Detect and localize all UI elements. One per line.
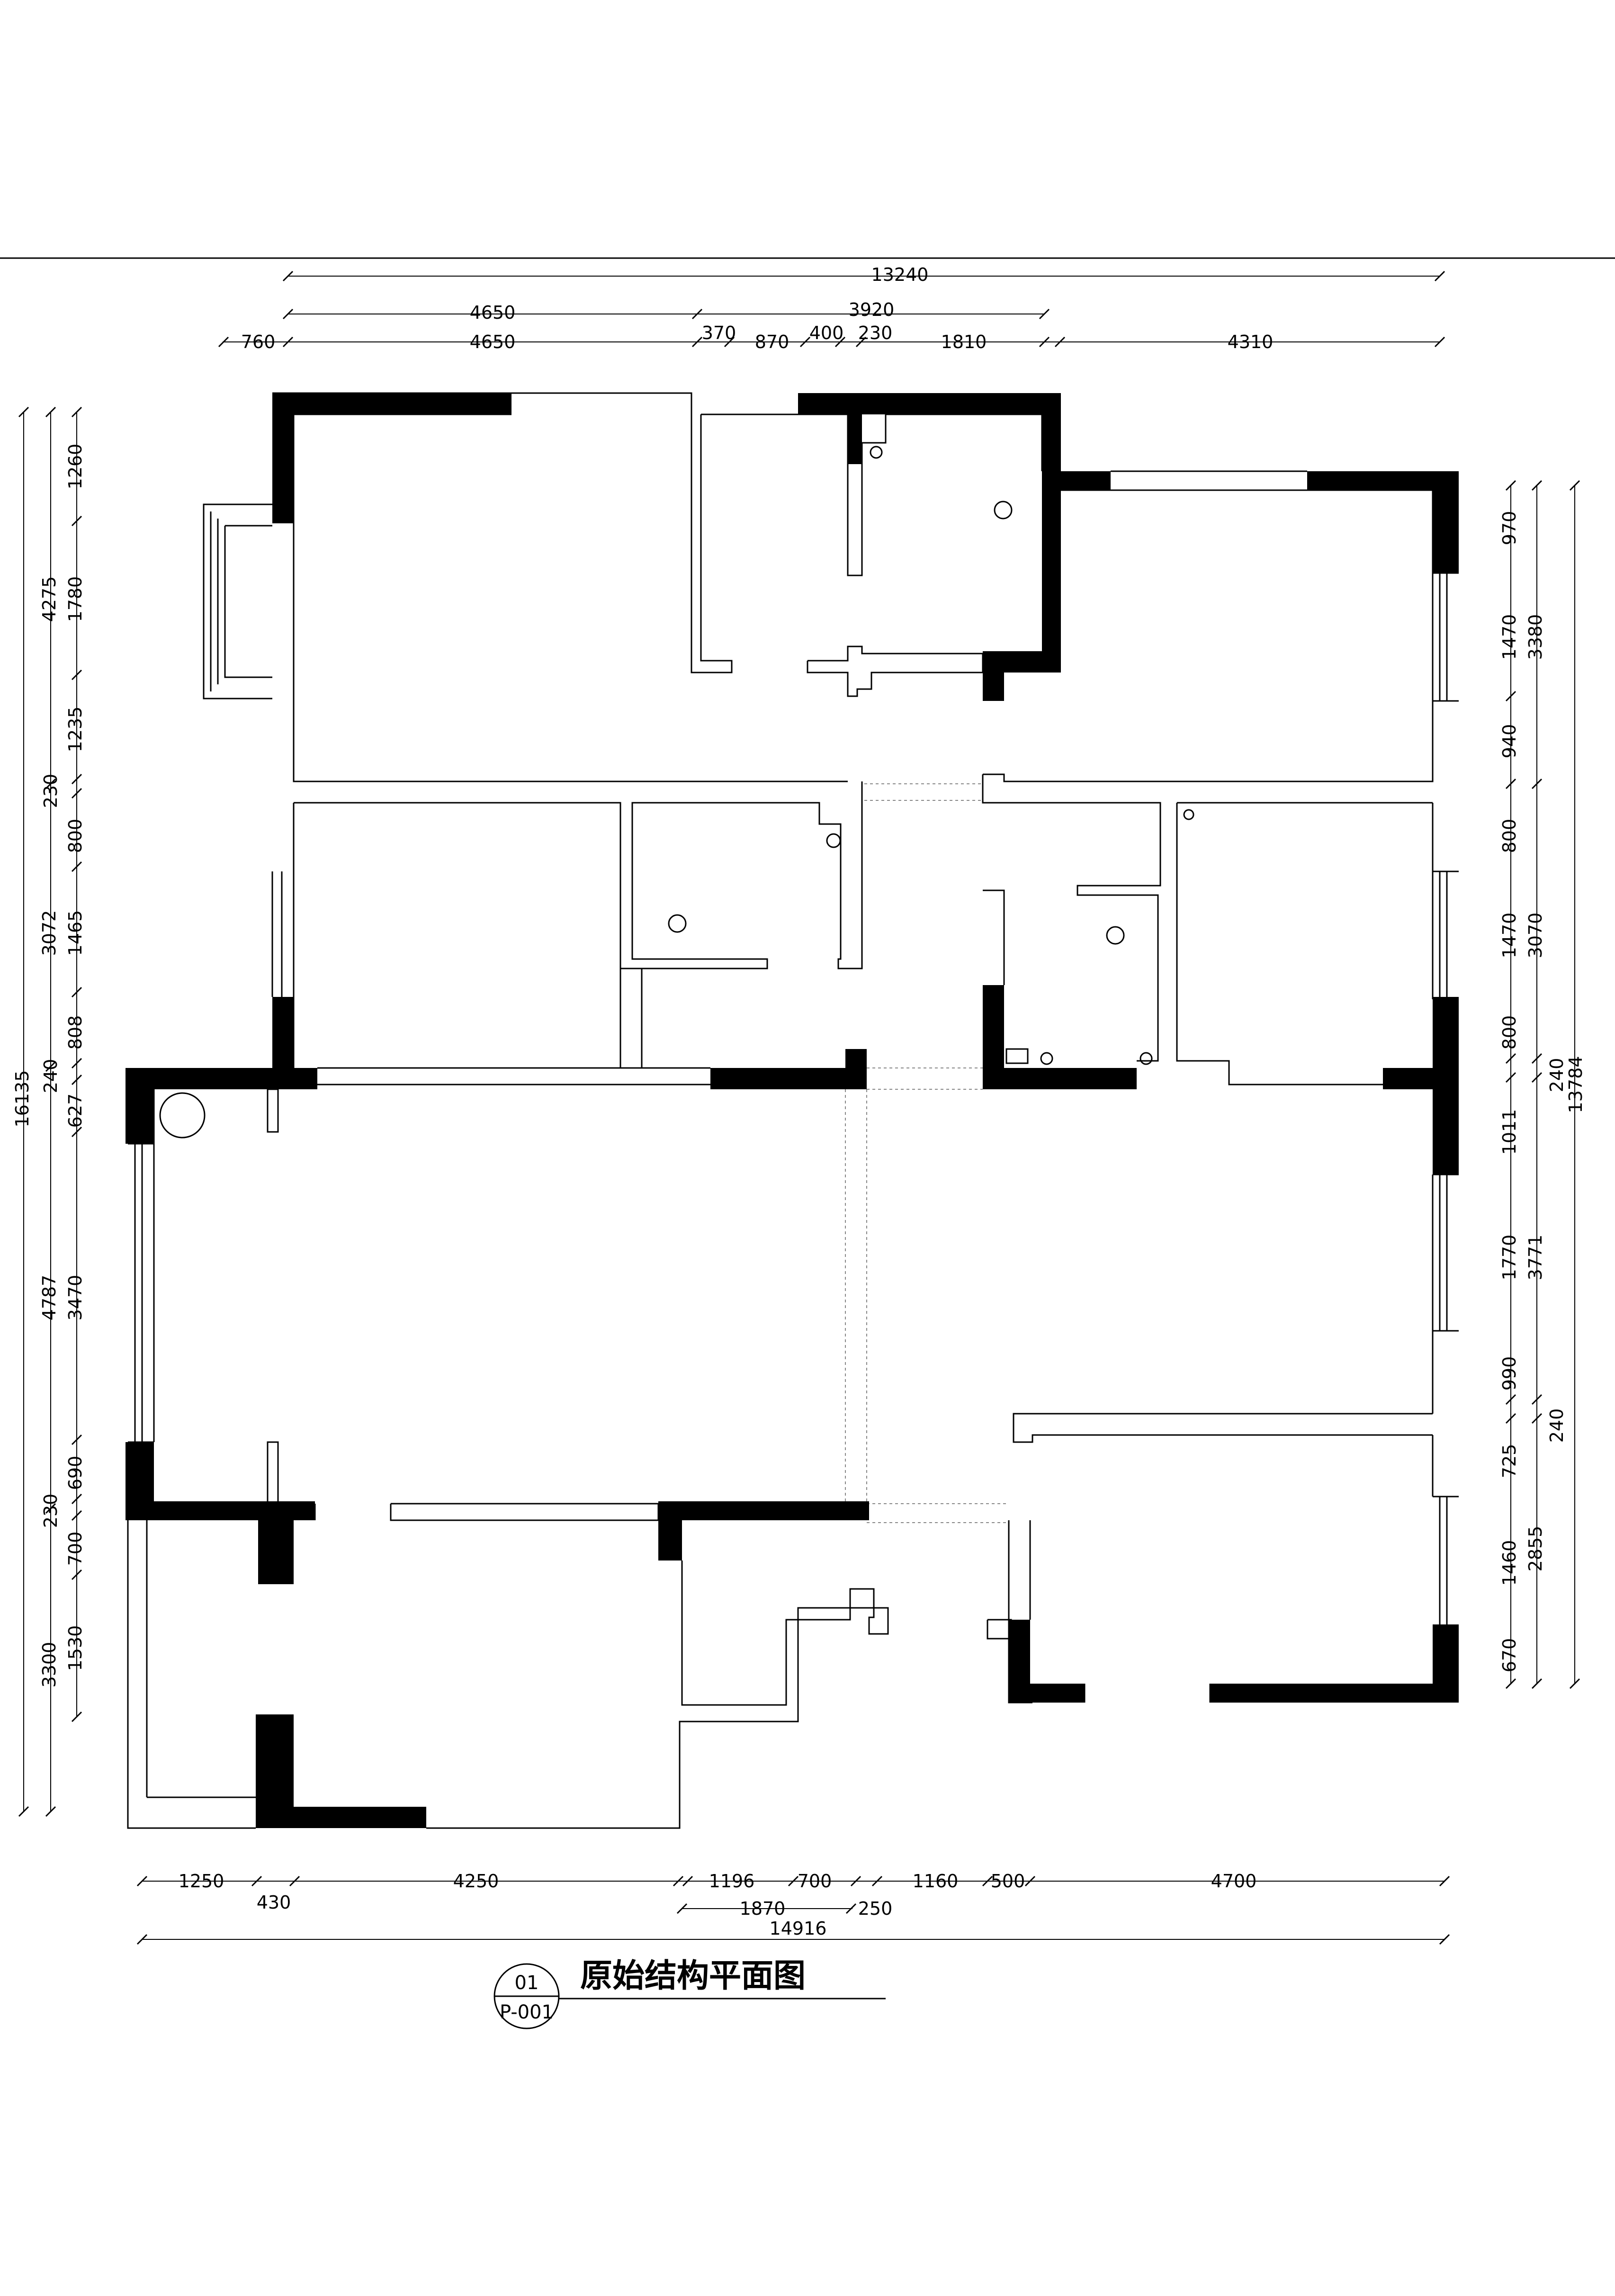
dim-bottom-row1-1: 4250	[453, 1871, 499, 1892]
dim-left-mid-0: 4275	[39, 576, 60, 622]
dim-left-inner-8: 627	[65, 1094, 86, 1128]
dim-top-row3-4: 400	[809, 323, 844, 343]
structural-walls	[126, 393, 1459, 1828]
dim-top-row2-b: 3920	[849, 299, 895, 320]
dim-left-inner-11: 230	[40, 1494, 61, 1528]
bottom-dimensions: 1250 430 4250 1196 700 1160 500 4700 187…	[136, 1871, 1450, 1945]
dim-top-row3-3: 870	[755, 332, 790, 352]
dim-right-inner-0: 970	[1499, 511, 1520, 546]
pipe-circle	[994, 501, 1013, 520]
dim-bottom-row2-1: 250	[858, 1898, 893, 1919]
dim-right-inner-10: 1460	[1499, 1540, 1520, 1586]
dim-bottom-row1-0: 1250	[179, 1871, 224, 1892]
dim-top-row3-1: 4650	[470, 332, 516, 352]
left-dimensions: 16135 4275 3072 4787 3300 1260 1780 1235…	[12, 406, 86, 1817]
dim-bottom-row1-2: 1196	[709, 1871, 755, 1892]
dim-left-inner-7: 240	[40, 1059, 61, 1094]
dim-top-row3-7: 4310	[1228, 332, 1274, 352]
dim-right-mid-0: 3380	[1525, 614, 1546, 660]
dim-bottom-row1-3: 700	[798, 1871, 832, 1892]
pipe-circle	[668, 914, 687, 933]
dim-left-inner-13: 1530	[65, 1625, 86, 1671]
dim-right-inner-6: 1011	[1499, 1109, 1520, 1155]
pipe-circle	[1106, 926, 1125, 945]
dim-bottom-row1-4: 1160	[913, 1871, 959, 1892]
drawing-number: 01	[515, 1972, 539, 1994]
dim-top-row2-a: 4650	[470, 302, 516, 323]
dim-bottom-overall: 14916	[770, 1918, 827, 1939]
drawing-title: 原始结构平面图	[580, 1957, 806, 1995]
dim-right-inner-1: 1470	[1499, 614, 1520, 660]
dim-right-inner-9: 725	[1499, 1444, 1520, 1479]
dim-left-inner-0: 1260	[65, 444, 86, 490]
dim-right-mid-1: 3070	[1525, 913, 1546, 959]
dim-bottom-row1-6: 4700	[1211, 1871, 1257, 1892]
dim-left-mid-2: 4787	[39, 1275, 60, 1321]
pipe-circle	[870, 446, 883, 459]
dim-right-outer: 13784	[1565, 1056, 1586, 1113]
pipe-circle	[1183, 809, 1194, 820]
fixtures	[159, 446, 1194, 1139]
dim-right-inner-11: 670	[1499, 1638, 1520, 1673]
dim-right-inner-3: 800	[1499, 819, 1520, 853]
dim-left-inner-1: 1780	[65, 576, 86, 622]
pipe-circle	[1040, 1052, 1053, 1065]
dim-top-row3-2: 370	[702, 323, 736, 343]
dim-left-inner-10: 690	[65, 1456, 86, 1490]
dim-top-overall: 13240	[871, 264, 929, 285]
dim-left-outer: 16135	[12, 1070, 33, 1128]
dim-right-mid-2: 240	[1546, 1058, 1567, 1093]
column-circle	[159, 1092, 206, 1139]
pipe-circle	[1139, 1052, 1153, 1065]
dim-right-inner-5: 800	[1499, 1015, 1520, 1050]
dim-right-mid-3: 3771	[1525, 1235, 1546, 1281]
dim-left-inner-6: 808	[65, 1015, 86, 1050]
dim-right-inner-8: 990	[1499, 1356, 1520, 1391]
dim-left-inner-12: 700	[65, 1532, 86, 1566]
dim-bottom-row2-0: 1870	[740, 1898, 786, 1919]
dim-left-inner-3: 230	[40, 774, 61, 808]
dim-right-inner-2: 940	[1499, 724, 1520, 759]
dim-top-row3-6: 1810	[941, 332, 987, 352]
title-block: 01 P-001 原始结构平面图	[493, 1957, 886, 2029]
dim-right-mid-4: 240	[1546, 1408, 1567, 1443]
door-openings	[845, 783, 1009, 1523]
pipe-circle	[826, 833, 841, 848]
dim-right-inner-4: 1470	[1499, 913, 1520, 959]
dim-left-inner-9: 3470	[65, 1275, 86, 1321]
dim-right-inner-7: 1770	[1499, 1235, 1520, 1281]
dim-top-row3-5: 230	[858, 323, 893, 343]
dim-top-row3-0: 760	[241, 332, 276, 352]
meter-box	[1005, 1048, 1029, 1064]
dim-left-inner-4: 800	[65, 819, 86, 853]
dim-left-inner-2: 1235	[65, 707, 86, 753]
top-dimensions: 13240 4650 3920 760 4650 370 870 400 230…	[218, 264, 1445, 352]
dim-right-mid-5: 2855	[1525, 1526, 1546, 1572]
dim-left-inner-5: 1465	[65, 910, 86, 956]
drawing-sheet: P-001	[500, 2001, 554, 2023]
dim-bottom-row1b-0: 430	[257, 1892, 291, 1913]
wall-outlines	[127, 392, 1459, 1829]
dim-left-mid-1: 3072	[39, 910, 60, 956]
dim-left-mid-3: 3300	[39, 1642, 60, 1688]
right-dimensions: 970 1470 940 800 1470 800 1011 1770 990 …	[1499, 480, 1586, 1689]
dim-bottom-row1-5: 500	[991, 1871, 1025, 1892]
